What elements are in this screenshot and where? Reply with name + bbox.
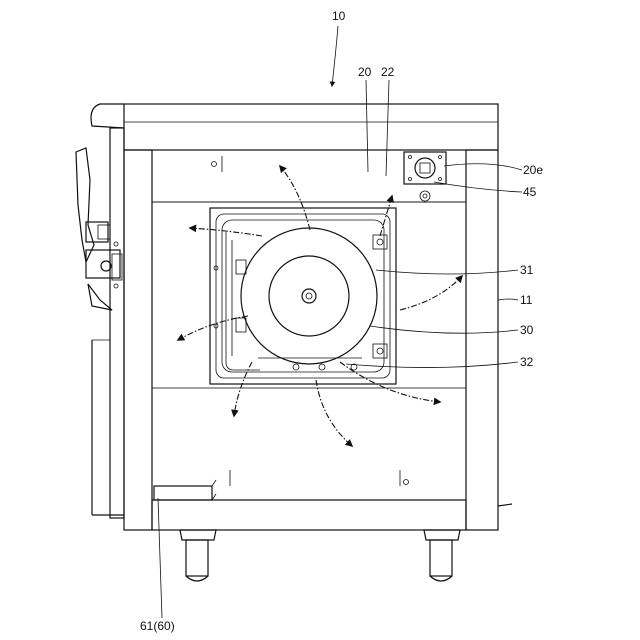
fan-assembly (241, 228, 377, 364)
label-45: 45 (523, 185, 537, 199)
interior-frame (152, 150, 466, 486)
label-11: 11 (520, 293, 533, 307)
cable-stub (498, 504, 512, 506)
label-22: 22 (381, 65, 395, 79)
label-20: 20 (358, 65, 372, 79)
label-32: 32 (520, 355, 534, 369)
coil-tubes (226, 232, 362, 370)
front-door (91, 104, 124, 518)
door-latch (76, 148, 122, 310)
frame-bolts (214, 235, 387, 370)
label-31: 31 (520, 263, 534, 277)
cabinet-feet (180, 530, 460, 581)
label-30: 30 (520, 323, 534, 337)
label-20e: 20e (523, 163, 543, 177)
sensor-unit (404, 152, 446, 201)
label-10: 10 (332, 9, 346, 23)
label-61-60: 61(60) (140, 619, 175, 633)
housing-walls (124, 104, 498, 530)
drain-part (154, 480, 216, 500)
